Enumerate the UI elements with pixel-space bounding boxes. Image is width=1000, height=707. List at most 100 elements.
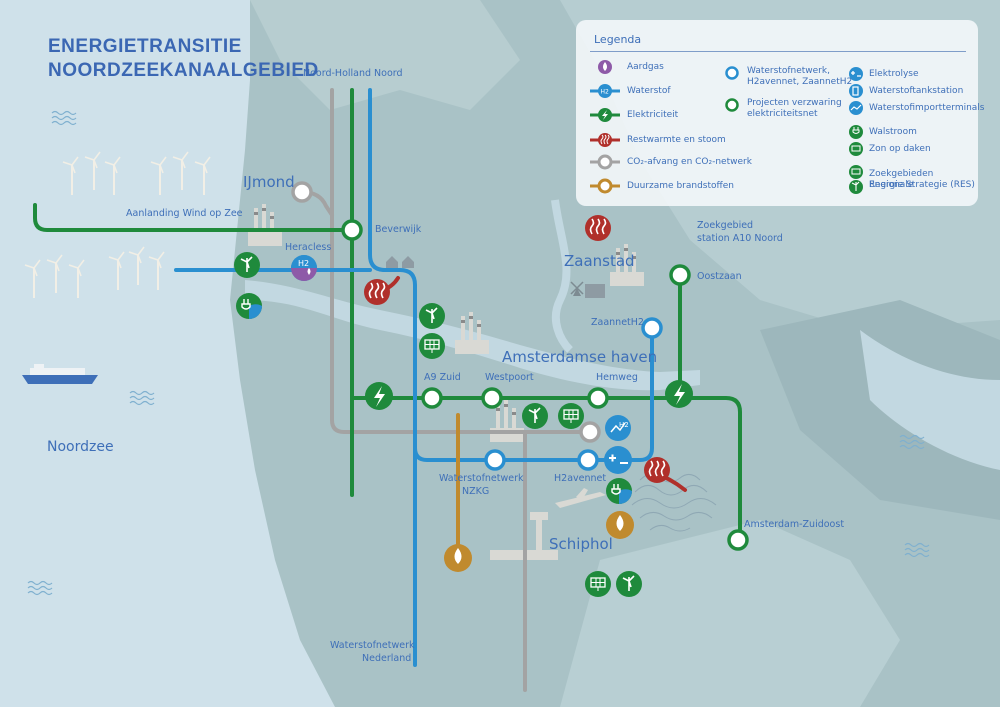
legend-waterstofnetwerk-line1: Waterstofnetwerk,: [747, 66, 830, 76]
houses-icon: [386, 256, 414, 268]
h2-icon: H2: [590, 84, 620, 98]
heat-zaanstad-icon[interactable]: [585, 215, 611, 241]
h2-import-terminal-icon[interactable]: H2: [605, 415, 631, 441]
label-waterstofnetwerk-nzkg-2: NZKG: [462, 486, 489, 497]
grid-node-a9-zuid[interactable]: [421, 387, 443, 409]
legend-walstroom: Walstroom: [869, 127, 917, 137]
wind-res-haven-icon[interactable]: [522, 403, 548, 429]
electrolysis-icon: [849, 67, 863, 81]
legend-aardgas: Aardgas: [627, 62, 664, 72]
lightning-icon: [590, 108, 620, 122]
city-label-amsterdamse-haven: Amsterdamse haven: [502, 348, 657, 366]
label-heracless: Heracless: [285, 242, 331, 253]
land-field: [760, 300, 1000, 520]
res-search-area-icon: [849, 165, 863, 194]
solar-haven-icon[interactable]: [558, 403, 584, 429]
legend-elektrolyse: Elektrolyse: [869, 69, 919, 79]
solar-schiphol-icon[interactable]: [585, 571, 611, 597]
legend-restwarmte: Restwarmte en stoom: [627, 135, 726, 145]
city-label-ijmond: IJmond: [243, 173, 295, 191]
electricity-hub-icon[interactable]: [365, 382, 393, 410]
markermeer: [860, 330, 1000, 470]
heat-amsterdam-icon[interactable]: [644, 457, 670, 483]
h2-node-zaannet[interactable]: [641, 317, 663, 339]
h2-station-icon: [849, 84, 863, 98]
svg-text:H2: H2: [619, 421, 629, 429]
h2-node-h2avennet[interactable]: [577, 449, 599, 471]
ship-icon: [22, 364, 98, 384]
fuel-nzkg-icon[interactable]: [444, 544, 472, 572]
fuel-schiphol-icon[interactable]: [606, 511, 634, 539]
shore-power-h2-amsterdam-icon[interactable]: [606, 478, 632, 504]
grid-node-oostzaan[interactable]: [669, 264, 691, 286]
label-waterstofnetwerk-nl-2: Nederland: [362, 653, 411, 664]
sea-waves-icon: [51, 110, 77, 126]
hydrogen-line: [368, 88, 417, 667]
label-aanlanding: Aanlanding Wind op Zee: [126, 208, 243, 219]
legend-waterstofnetwerk-line2: H2avennet, ZaannetH2: [747, 77, 853, 87]
city-label-zaanstad: Zaanstad: [564, 252, 635, 270]
label-amsterdam-zuidoost: Amsterdam-Zuidoost: [744, 519, 844, 530]
grid-node-amsterdam-zuidoost[interactable]: [727, 529, 749, 551]
label-h2avennet: H2avennet: [554, 473, 606, 484]
svg-text:H2: H2: [601, 89, 610, 96]
h2-import-icon: [849, 101, 863, 115]
co2-network-line: [330, 88, 592, 434]
legend-projecten-line2: elektriciteitsnet: [747, 109, 818, 119]
label-hemweg: Hemweg: [596, 372, 638, 383]
h2-gas-heracless-icon[interactable]: H2: [291, 255, 317, 281]
legend-co2: CO₂-afvang en CO₂-netwerk: [627, 157, 752, 167]
grid-project-node-icon: [725, 98, 739, 112]
hydrogen-network-node-icon: [725, 66, 739, 80]
svg-text:H2: H2: [298, 259, 309, 268]
label-beverwijk: Beverwijk: [375, 224, 422, 235]
label-zoekgebied: Zoekgebied: [697, 220, 753, 231]
label-noord-holland-noord: Noord-Holland Noord: [303, 68, 403, 79]
sea-label: Noordzee: [47, 439, 114, 455]
legend-zon-op-daken: Zon op daken: [869, 144, 931, 154]
grid-node-westpoort[interactable]: [481, 387, 503, 409]
wind-res-icon[interactable]: [234, 252, 260, 278]
label-westpoort: Westpoort: [485, 372, 534, 383]
shore-power-h2-station-icon[interactable]: [236, 293, 262, 319]
co2-node-haven[interactable]: [579, 421, 601, 443]
grid-node-beverwijk[interactable]: [341, 219, 363, 241]
legend-waterstof: Waterstof: [627, 86, 671, 96]
label-waterstofnetwerk-nzkg-1: Waterstofnetwerk: [439, 473, 524, 484]
shore-power-icon: [849, 125, 863, 139]
electricity-line: [33, 203, 354, 232]
co2-node-ijmond[interactable]: [291, 181, 313, 203]
city-label-schiphol: Schiphol: [549, 535, 613, 553]
label-a9-zuid: A9 Zuid: [424, 372, 461, 383]
sea-waves-icon: [129, 390, 155, 406]
grid-node-hemweg[interactable]: [587, 387, 609, 409]
legend-res-line1: Zoekgebieden Regionale: [869, 169, 934, 190]
land-darker: [250, 0, 520, 110]
legend-waterstoftankstation: Waterstoftankstation: [869, 86, 964, 96]
hydrogen-line: [413, 328, 654, 462]
legend-header: Legenda: [594, 33, 642, 46]
legend-panel: Legenda Aardgas H2 Waterstof Elektricite…: [576, 20, 985, 206]
land-field: [560, 520, 900, 707]
heat-icon[interactable]: [364, 279, 390, 305]
solar-panel-icon: [849, 142, 863, 156]
fuel-drop-icon: [590, 178, 620, 194]
wind-res-westpoort-icon[interactable]: [419, 303, 445, 329]
map-title-line1: ENERGIETRANSITIE: [48, 36, 242, 57]
h2-node-nzkg[interactable]: [484, 449, 506, 471]
map-title-line2: NOORDZEEKANAALGEBIED: [48, 60, 319, 81]
electrolysis-icon[interactable]: [604, 446, 632, 474]
label-station-a10: station A10 Noord: [697, 233, 783, 244]
legend-divider: [590, 51, 966, 52]
electricity-hub-icon[interactable]: [665, 380, 693, 408]
solar-westpoort-icon[interactable]: [419, 333, 445, 359]
electricity-line: [350, 396, 742, 542]
label-waterstofnetwerk-nl-1: Waterstofnetwerk: [330, 640, 415, 651]
zaan-water: [551, 199, 573, 353]
legend-elektriciteit: Elektriciteit: [627, 110, 679, 120]
co2-network-icon: [590, 154, 620, 170]
zaanse-schans-mill-icon: [570, 281, 605, 298]
legend-res-line2: Energie Strategie (RES): [869, 180, 975, 190]
wind-res-schiphol-icon[interactable]: [616, 571, 642, 597]
legend-projecten-line1: Projecten verzwaring: [747, 98, 842, 108]
